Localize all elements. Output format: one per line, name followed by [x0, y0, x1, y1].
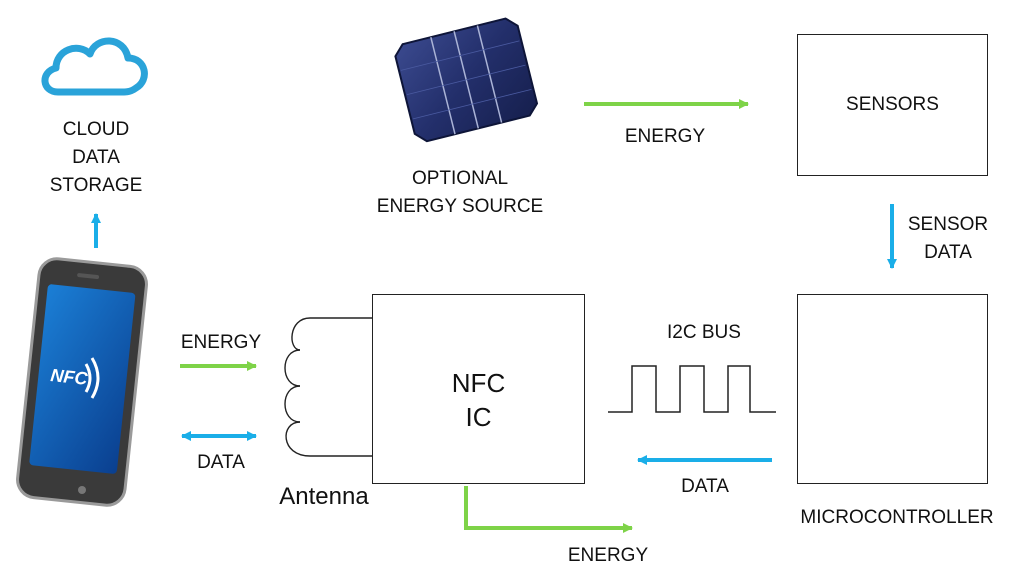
- microcontroller-label: MICROCONTROLLER: [800, 507, 994, 528]
- cloud-icon: [41, 37, 148, 96]
- sensor-data-label-line2: DATA: [924, 242, 972, 263]
- energy-label-bottom: ENERGY: [567, 545, 649, 566]
- cloud-label-line1: CLOUD: [62, 119, 130, 140]
- solar-cell-icon: [394, 17, 539, 143]
- data-label-phone: DATA: [197, 452, 245, 473]
- energy-label-top: ENERGY: [624, 126, 706, 147]
- data-label-mcu: DATA: [681, 476, 729, 497]
- nfc-ic-label-line1: NFC: [451, 368, 506, 398]
- nfc-ic-label-line2: IC: [465, 402, 492, 432]
- antenna-coil-icon: [284, 317, 372, 457]
- i2c-bus-label: I2C BUS: [667, 322, 741, 343]
- i2c-square-wave-icon: [608, 365, 776, 413]
- smartphone-icon: [16, 257, 148, 507]
- microcontroller-box: [797, 294, 988, 484]
- energy-source-label-line2: ENERGY SOURCE: [376, 196, 544, 217]
- energy-source-label-line1: OPTIONAL: [411, 168, 509, 189]
- sensors-label: SENSORS: [846, 94, 939, 115]
- sensor-data-label-line1: SENSOR: [907, 214, 989, 235]
- sensors-box: SENSORS: [797, 34, 988, 176]
- energy-label-phone: ENERGY: [180, 332, 262, 353]
- arrow-energy-ic-output: [464, 486, 633, 533]
- nfc-ic-box: NFC IC: [372, 294, 585, 484]
- antenna-label: Antenna: [279, 483, 369, 510]
- phone-screen-nfc-text: NFC: [49, 365, 89, 389]
- cloud-label-line2: DATA: [72, 147, 120, 168]
- cloud-label-line3: STORAGE: [49, 175, 143, 196]
